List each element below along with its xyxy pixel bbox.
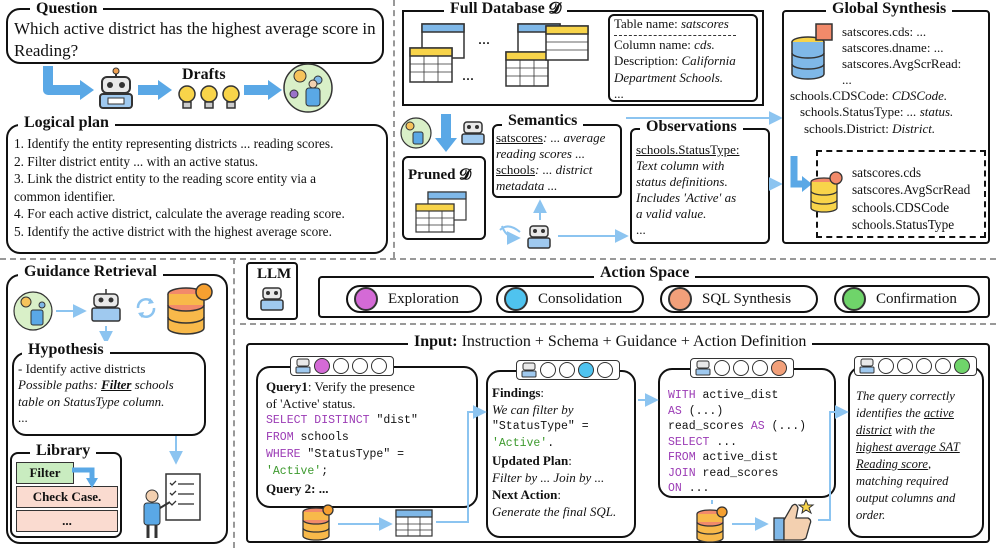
input-title: Input: Instruction + Schema + Guidance +… bbox=[408, 333, 813, 351]
card-1-content: Query1: Verify the presence of 'Active' … bbox=[266, 379, 418, 496]
separator-llm bbox=[240, 323, 996, 325]
drafts-label: Drafts bbox=[182, 66, 226, 83]
table-icon bbox=[394, 508, 434, 543]
consolidation-dot bbox=[504, 287, 528, 311]
library-item-check-case[interactable]: Check Case. bbox=[16, 486, 118, 508]
semantics-title: Semantics bbox=[502, 112, 584, 130]
database-icon bbox=[788, 22, 838, 89]
robot-icon bbox=[257, 284, 287, 319]
explorer-icon bbox=[399, 116, 433, 155]
step-card-2 bbox=[486, 370, 636, 538]
lightbulbs-icon bbox=[176, 84, 242, 117]
database-icon bbox=[694, 506, 730, 551]
question-title: Question bbox=[30, 0, 104, 18]
svg-text:...: ... bbox=[478, 31, 490, 48]
robot-icon bbox=[94, 67, 138, 115]
global-synthesis-lines: satscores.cds: ... satscores.dname: ... … bbox=[842, 24, 962, 72]
pruned-title: Pruned 𝓓 bbox=[408, 167, 471, 183]
action-exploration[interactable]: Exploration bbox=[346, 285, 482, 313]
plan-step: 5. Identify the active district with the… bbox=[14, 223, 332, 239]
observations-text: schools.StatusType: Text column with sta… bbox=[636, 142, 740, 237]
database-icon bbox=[300, 504, 336, 549]
step-card-1 bbox=[256, 366, 478, 508]
semantics-text: satscores: ... average reading scores ..… bbox=[496, 130, 606, 193]
robot-icon bbox=[524, 222, 554, 257]
card-2-content: Findings: We can filter by "StatusType" … bbox=[492, 385, 617, 519]
confirmation-dot bbox=[842, 287, 866, 311]
refresh-icon bbox=[134, 296, 158, 325]
guidance-retrieval-title: Guidance Retrieval bbox=[18, 263, 163, 281]
plan-step: 1. Identify the entity representing dist… bbox=[14, 136, 334, 151]
library-title: Library bbox=[30, 442, 97, 460]
robot-icon bbox=[458, 118, 488, 153]
logical-plan-box bbox=[6, 124, 388, 254]
card-4-content: The query correctly identifies the activ… bbox=[856, 389, 960, 522]
exploration-dot bbox=[354, 287, 378, 311]
question-text: Which active district has the highest av… bbox=[14, 19, 376, 60]
table-description: Table name: satscores Column name: cds. … bbox=[614, 16, 736, 101]
separator-mid bbox=[393, 0, 395, 258]
plan-step: 3. Link the district entity to the readi… bbox=[14, 171, 317, 187]
robot-icon bbox=[88, 288, 124, 329]
pruned-tables-icon bbox=[414, 191, 474, 239]
action-sql-synthesis[interactable]: SQL Synthesis bbox=[660, 285, 818, 313]
selected-columns-box bbox=[816, 150, 986, 238]
library-item-more[interactable]: ... bbox=[16, 510, 118, 532]
svg-text:...: ... bbox=[462, 67, 474, 84]
selected-db-icon bbox=[808, 170, 844, 223]
library-db-icon bbox=[164, 282, 216, 345]
card-3-sql: WITH active_dist AS (...) read_scores AS… bbox=[668, 389, 807, 495]
card-2-header bbox=[516, 360, 620, 380]
logical-plan-steps: 1. Identify the entity representing dist… bbox=[14, 135, 345, 241]
observations-title: Observations bbox=[640, 118, 743, 136]
logical-plan-title: Logical plan bbox=[18, 114, 115, 132]
global-synthesis-title: Global Synthesis bbox=[826, 0, 953, 18]
card-3-header bbox=[690, 358, 794, 378]
hypothesis-title: Hypothesis bbox=[22, 341, 110, 359]
hypothesis-box bbox=[12, 352, 206, 436]
action-space-title: Action Space bbox=[594, 264, 696, 282]
plan-step: common identifier. bbox=[14, 188, 116, 204]
table-icons: ... ... bbox=[409, 22, 600, 107]
semantics-box bbox=[492, 124, 622, 198]
separator-left bbox=[233, 258, 235, 548]
question-box bbox=[6, 8, 384, 64]
plan-step: 4. For each active district, calculate t… bbox=[14, 206, 345, 222]
planner-icon bbox=[282, 62, 334, 119]
planner-icon bbox=[12, 290, 54, 337]
step-card-4 bbox=[848, 366, 984, 538]
library-item-filter[interactable]: Filter bbox=[16, 462, 74, 484]
action-consolidation[interactable]: Consolidation bbox=[496, 285, 644, 313]
table-description-card bbox=[608, 14, 758, 102]
llm-label: LLM bbox=[257, 266, 292, 282]
plan-step: 2. Filter district entity ... with an ac… bbox=[14, 153, 259, 169]
separator-top bbox=[0, 258, 996, 260]
teacher-icon bbox=[140, 470, 206, 545]
full-database-title: Full Database 𝓓 bbox=[444, 0, 567, 18]
step-card-3 bbox=[658, 368, 836, 498]
card-4-header bbox=[854, 356, 977, 376]
sql-synthesis-dot bbox=[668, 287, 692, 311]
selected-columns: satscores.cds satscores.AvgScrRead schoo… bbox=[852, 165, 971, 233]
global-synthesis-lines-2: ... schools.CDSCode: CDSCode. schools.St… bbox=[790, 72, 954, 136]
card-1-header bbox=[290, 356, 394, 376]
hypothesis-text: - Identify active districts Possible pat… bbox=[18, 361, 174, 426]
action-confirmation[interactable]: Confirmation bbox=[834, 285, 980, 313]
thumbs-up-icon bbox=[770, 496, 818, 549]
